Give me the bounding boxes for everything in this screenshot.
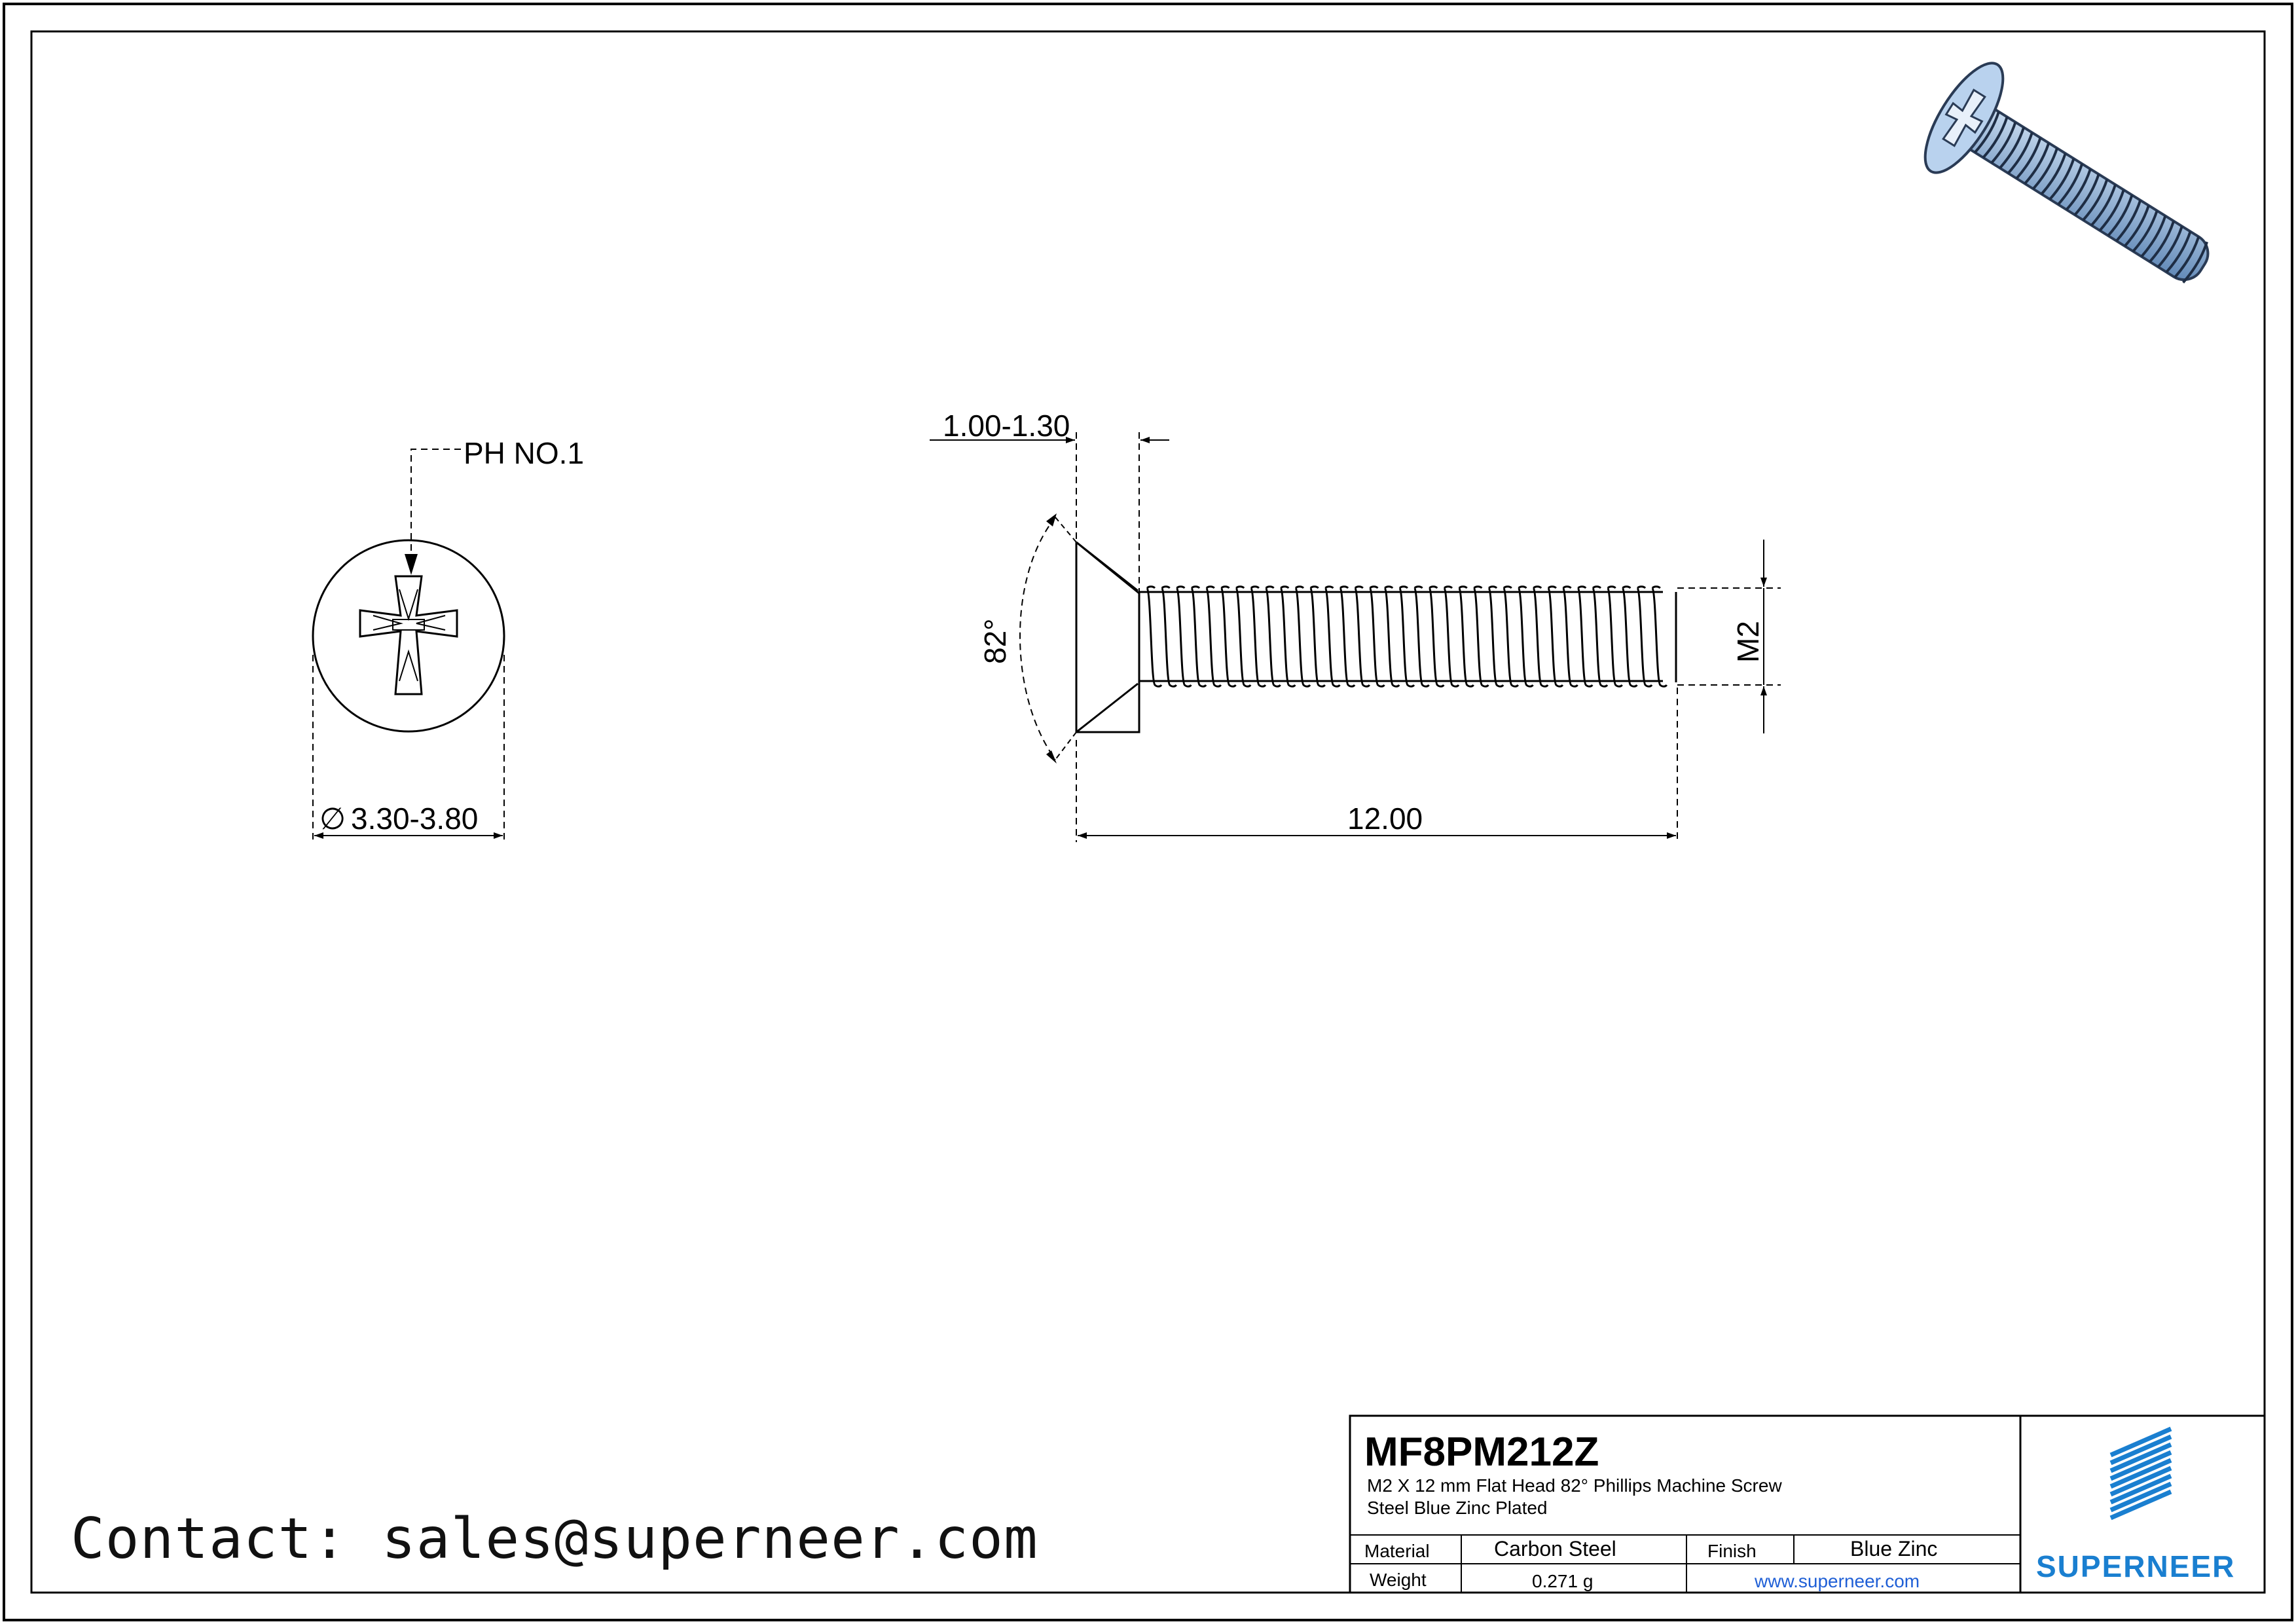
render-thread-line <box>1990 121 2017 164</box>
render-thread-line <box>2090 184 2117 227</box>
logo-stripe <box>2109 1473 2172 1505</box>
website-link[interactable]: www.superneer.com <box>1754 1571 1920 1591</box>
render-thread-line <box>2015 137 2042 179</box>
phillips-leader <box>410 449 461 574</box>
render-thread-line <box>2182 241 2208 284</box>
render-thread-line <box>2007 132 2033 174</box>
render-thread-line <box>2098 189 2125 232</box>
render-thread-line <box>2124 205 2150 248</box>
weight-value: 0.271 g <box>1532 1571 1593 1591</box>
render-thread-line <box>2149 220 2176 263</box>
logo-stripe <box>2109 1489 2172 1521</box>
part-number: MF8PM212Z <box>1364 1430 1599 1475</box>
render-thread-line <box>2115 200 2142 242</box>
contact-email[interactable]: Contact: sales@superneer.com <box>71 1506 1038 1572</box>
description-line-2: Steel Blue Zinc Plated <box>1367 1498 1548 1518</box>
head-diameter-label: 3.30-3.80 <box>351 802 478 836</box>
title-block: MF8PM212Z M2 X 12 mm Flat Head 82° Phill… <box>1349 1414 2266 1594</box>
finish-value: Blue Zinc <box>1850 1537 1937 1560</box>
screw-3d-icon <box>1923 62 2210 284</box>
logo-text: SUPERNEER <box>2036 1549 2235 1583</box>
head-angle-label: 82° <box>978 618 1012 664</box>
length-label: 12.00 <box>1347 802 1423 836</box>
logo-stripe <box>2109 1481 2172 1513</box>
render-thread-line <box>2065 168 2092 211</box>
screw-head-profile <box>1075 541 1140 733</box>
render-thread-line <box>1974 111 2000 154</box>
material-label: Material <box>1364 1541 1430 1561</box>
render-thread-line <box>2157 225 2183 268</box>
thread-lines <box>1139 585 1668 688</box>
logo-stripe <box>2109 1466 2172 1497</box>
render-thread-line <box>2132 210 2159 253</box>
render-thread-line <box>2174 236 2200 278</box>
phillips-size-label: PH NO.1 <box>464 436 584 470</box>
weight-label: Weight <box>1370 1570 1427 1590</box>
render-thread-line <box>2107 194 2134 237</box>
render-thread-line <box>1999 126 2026 169</box>
finish-label: Finish <box>1707 1541 1757 1561</box>
render-thread-line <box>2049 158 2075 200</box>
head-height-label: 1.00-1.30 <box>943 409 1070 443</box>
render-thread-line <box>2140 215 2167 258</box>
logo-stripe <box>2109 1426 2172 1458</box>
render-thread-line <box>2057 163 2084 206</box>
outer-border <box>3 3 2293 1621</box>
render-thread-line <box>2024 142 2050 185</box>
phillips-recess <box>359 575 458 695</box>
screw-side-view: 1.00-1.30 82° M2 12.00 <box>930 409 1781 842</box>
logo-stripe <box>2109 1434 2172 1466</box>
diameter-symbol: ∅ <box>319 802 346 836</box>
thread-size-label: M2 <box>1731 621 1765 663</box>
head-angle-arc <box>1019 517 1056 760</box>
logo-stripe <box>2109 1450 2172 1481</box>
thread-body <box>1139 585 1668 688</box>
render-thread-line <box>2082 179 2109 221</box>
render-thread-line <box>2073 174 2100 216</box>
superneer-stripes-icon <box>2109 1426 2172 1521</box>
description-line-1: M2 X 12 mm Flat Head 82° Phillips Machin… <box>1367 1475 1782 1496</box>
material-value: Carbon Steel <box>1494 1537 1616 1560</box>
render-thread-line <box>2165 231 2192 273</box>
render-thread-line <box>2040 153 2067 195</box>
head-top-view: PH NO.1 ∅ 3.30-3.80 <box>312 436 584 841</box>
head-circle <box>312 539 505 733</box>
render-thread-line <box>1982 116 2009 159</box>
render-thread-line <box>2032 147 2058 190</box>
logo-stripe <box>2109 1442 2172 1473</box>
inner-border <box>30 30 2266 1594</box>
logo-stripe <box>2109 1458 2172 1489</box>
